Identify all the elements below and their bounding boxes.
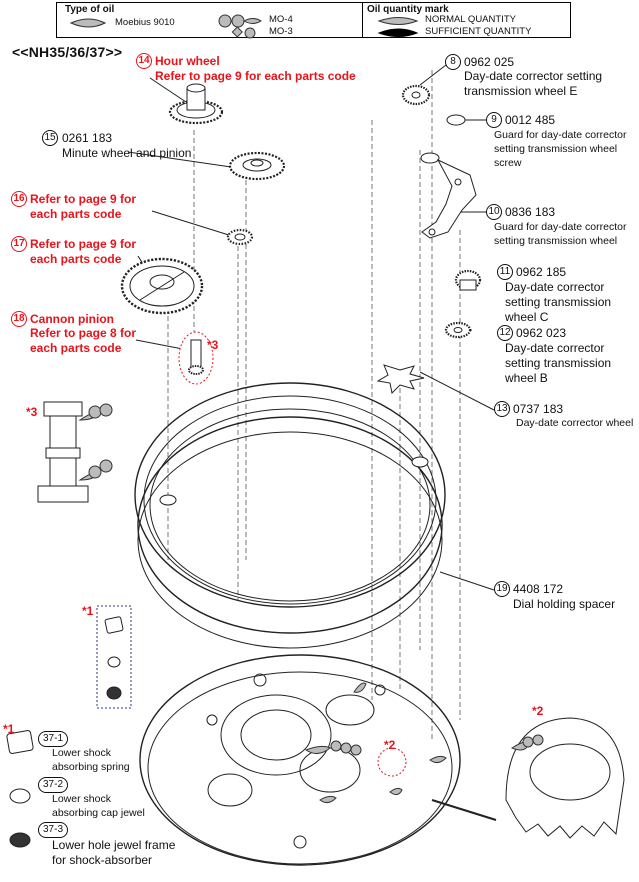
minute-wheel-drawing bbox=[228, 151, 286, 181]
star-2-marker: *2 bbox=[532, 704, 544, 718]
star-3-marker: *3 bbox=[207, 338, 219, 352]
part-8-code: 0962 025 bbox=[464, 55, 515, 69]
part-10-line1: Guard for day-date corrector bbox=[494, 221, 627, 233]
part-15-number: 15 bbox=[42, 130, 58, 146]
part-12-line3: wheel B bbox=[505, 371, 548, 385]
part-37-2-line1: Lower shock bbox=[52, 793, 111, 805]
part-10-number: 10 bbox=[486, 204, 502, 220]
part-9-number: 9 bbox=[486, 112, 502, 128]
part-13-code: 0737 183 bbox=[513, 402, 564, 416]
part-13-line1: Day-date corrector wheel bbox=[516, 417, 634, 429]
wheel-17-drawing bbox=[120, 257, 204, 315]
part-19-line1: Dial holding spacer bbox=[513, 597, 616, 611]
oil-marks-detail-2 bbox=[510, 734, 544, 751]
part-14-number: 14 bbox=[136, 53, 152, 69]
wheel-B-drawing bbox=[444, 321, 472, 339]
star-1-marker: *1 bbox=[82, 604, 94, 618]
part-10-code: 0836 183 bbox=[505, 205, 556, 219]
oil-marks-pinion bbox=[78, 403, 113, 481]
star-3-detail-marker: *3 bbox=[26, 405, 38, 419]
mo4-drop-icon bbox=[218, 14, 232, 28]
shock-absorber-parts bbox=[104, 616, 124, 700]
dial-holding-spacer-drawing bbox=[134, 382, 446, 649]
part-8-number: 8 bbox=[445, 54, 461, 70]
guard-plate-drawing bbox=[421, 158, 477, 239]
cannon-pinion-drawing bbox=[178, 331, 214, 385]
moebius-drop-icon bbox=[69, 18, 107, 28]
part-17-line2: each parts code bbox=[30, 252, 122, 266]
mo4-label: MO-4 bbox=[269, 14, 293, 25]
oil-marks-plate bbox=[304, 682, 447, 804]
part-19-number: 19 bbox=[494, 581, 510, 597]
wheel-16-drawing bbox=[226, 228, 254, 246]
part-12-line1: Day-date corrector bbox=[505, 341, 605, 355]
part-37-2-number: 37-2 bbox=[38, 777, 68, 793]
model-title: <<NH35/36/37>> bbox=[12, 44, 123, 60]
part-9-line2: setting transmission wheel bbox=[494, 143, 618, 155]
part-18-line2: Refer to page 8 for bbox=[30, 326, 137, 340]
mo3-diamond-icon bbox=[231, 26, 243, 38]
oil-type-header: Type of oil bbox=[65, 4, 115, 15]
wheel-C-drawing bbox=[454, 269, 482, 291]
part-37-2-line2: absorbing cap jewel bbox=[52, 807, 145, 819]
sufficient-quantity-icon bbox=[377, 28, 419, 37]
wheel-E-drawing bbox=[401, 84, 431, 106]
star-1-legend-marker: *1 bbox=[3, 722, 15, 736]
part-12-number: 12 bbox=[497, 325, 513, 341]
part-8-line2: transmission wheel E bbox=[464, 84, 578, 98]
part-12-code: 0962 023 bbox=[516, 326, 567, 340]
star-2-plate-marker: *2 bbox=[384, 738, 396, 752]
part-16-line1: Refer to page 9 for bbox=[30, 192, 137, 206]
hour-wheel-drawing bbox=[168, 83, 224, 125]
part-10-line2: setting transmission wheel bbox=[494, 235, 618, 247]
part-11-number: 11 bbox=[497, 264, 513, 280]
main-plate-drawing bbox=[139, 654, 497, 866]
part-8-line1: Day-date corrector setting bbox=[464, 69, 603, 83]
part-14-line1: Hour wheel bbox=[155, 54, 220, 68]
quantity-header: Oil quantity mark bbox=[367, 4, 449, 15]
part-12-line2: setting transmission bbox=[505, 356, 612, 370]
legend-symbols bbox=[69, 14, 419, 39]
part-15-name: Minute wheel and pinion bbox=[62, 146, 192, 160]
part-19-code: 4408 172 bbox=[513, 582, 564, 596]
part-11-line1: Day-date corrector bbox=[505, 280, 605, 294]
corrector-wheel-drawing bbox=[376, 364, 425, 395]
part-18-line1: Cannon pinion bbox=[30, 312, 114, 326]
part-14-line2: Refer to page 9 for each parts code bbox=[155, 69, 356, 83]
cannon-pinion-detail-drawing bbox=[37, 401, 89, 503]
part-15-code: 0261 183 bbox=[62, 131, 113, 145]
part-9-line3: screw bbox=[494, 157, 522, 169]
normal-quantity-icon bbox=[377, 17, 419, 25]
part-37-3-number: 37-3 bbox=[38, 822, 68, 838]
part-37-3-line2: for shock-absorber bbox=[52, 853, 153, 867]
part-16-number: 16 bbox=[11, 191, 27, 207]
mo3-label: MO-3 bbox=[269, 26, 293, 37]
part-18-line3: each parts code bbox=[30, 341, 122, 355]
part-16-line2: each parts code bbox=[30, 207, 122, 221]
guard-screw-drawing bbox=[420, 114, 466, 164]
part-37-1-number: 37-1 bbox=[38, 731, 68, 747]
part-9-line1: Guard for day-date corrector bbox=[494, 129, 627, 141]
part-11-line3: wheel C bbox=[505, 310, 549, 324]
part-18-number: 18 bbox=[11, 311, 27, 327]
moebius-label: Moebius 9010 bbox=[115, 17, 175, 28]
part-13-number: 13 bbox=[494, 401, 510, 417]
detail-2-drawing bbox=[505, 717, 625, 839]
part-11-line2: setting transmission bbox=[505, 295, 612, 309]
normal-label: NORMAL QUANTITY bbox=[425, 14, 516, 25]
part-11-code: 0962 185 bbox=[516, 265, 567, 279]
part-17-line1: Refer to page 9 for bbox=[30, 237, 137, 251]
part-37-3-line1: Lower hole jewel frame bbox=[52, 838, 176, 852]
legend-divider bbox=[362, 3, 363, 37]
sufficient-label: SUFFICIENT QUANTITY bbox=[425, 26, 532, 37]
part-37-1-line1: Lower shock bbox=[52, 747, 111, 759]
part-17-number: 17 bbox=[11, 236, 27, 252]
part-37-1-line2: absorbing spring bbox=[52, 761, 130, 773]
part-9-code: 0012 485 bbox=[505, 113, 556, 127]
oil-legend: Type of oil Oil quantity mark Moebius 90… bbox=[56, 2, 571, 39]
shock-parts-legend bbox=[6, 730, 34, 848]
shock-absorber-frame bbox=[96, 605, 132, 709]
